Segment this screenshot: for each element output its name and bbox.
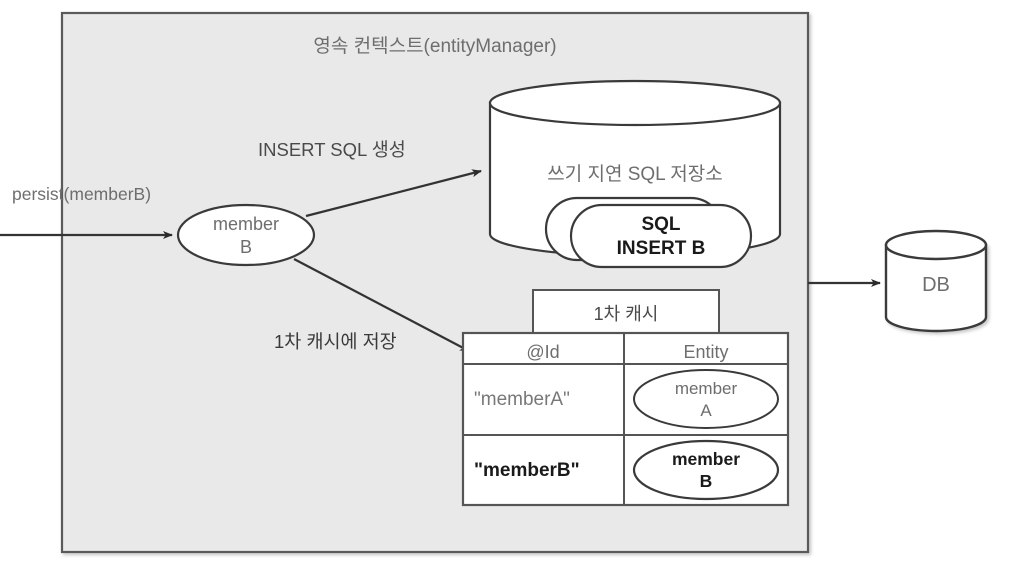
cache-row-id: "memberB"	[474, 460, 580, 481]
insert-sql-edge-group: INSERT SQL 생성	[258, 139, 482, 218]
cache-title-label: 1차 캐시	[594, 304, 659, 324]
panel-title: 영속 컨텍스트(entityManager)	[313, 35, 556, 57]
cache-row-entity-line2: B	[700, 471, 713, 491]
cache-row-id: "memberA"	[474, 389, 570, 410]
cache-row-entity-ellipse	[633, 369, 779, 429]
insert-sql-edge-label: INSERT SQL 생성	[258, 139, 406, 160]
cache-row-entity-line2: A	[700, 401, 712, 420]
persist-call-label: persist(memberB)	[12, 184, 151, 204]
database-cylinder: DB	[884, 229, 988, 333]
sql-card-front	[569, 203, 753, 269]
cache-column-header-entity: Entity	[683, 342, 728, 362]
entity-label-line1: member	[213, 214, 279, 234]
insert-sql-arrow	[305, 169, 482, 218]
sql-card-front-line1: SQL	[641, 214, 680, 235]
cache-row-entity-line1: member	[672, 449, 740, 469]
cache-row-entity-line1: member	[675, 379, 738, 398]
first-level-cache-edge-label: 1차 캐시에 저장	[274, 331, 397, 352]
sql-store-label: 쓰기 지연 SQL 저장소	[547, 163, 723, 185]
entity-ellipse	[176, 203, 316, 267]
sql-store-cylinder-top	[488, 79, 782, 127]
cache-column-header-id: @Id	[526, 342, 559, 362]
first-level-cache-edge-group: 1차 캐시에 저장	[274, 258, 470, 352]
entity-member-b-node: member B	[176, 203, 316, 267]
table-row: "memberB" member B	[474, 439, 780, 501]
persist-entry: persist(memberB)	[0, 184, 173, 239]
table-row: "memberA" member A	[474, 369, 779, 429]
cache-row-entity-ellipse	[632, 439, 780, 501]
sql-card-front-line2: INSERT B	[617, 238, 706, 259]
database-label: DB	[922, 274, 950, 296]
first-level-cache-table: 1차 캐시 @Id Entity "memberA" member A "mem…	[461, 289, 790, 507]
cache-title-box	[532, 289, 720, 335]
database-cylinder-body	[884, 243, 988, 333]
database-cylinder-top	[884, 229, 988, 261]
first-level-cache-arrow	[293, 258, 470, 352]
entity-label-line2: B	[240, 237, 252, 257]
write-behind-sql-store: 쓰기 지연 SQL 저장소 SQL INSERT B	[488, 79, 782, 269]
